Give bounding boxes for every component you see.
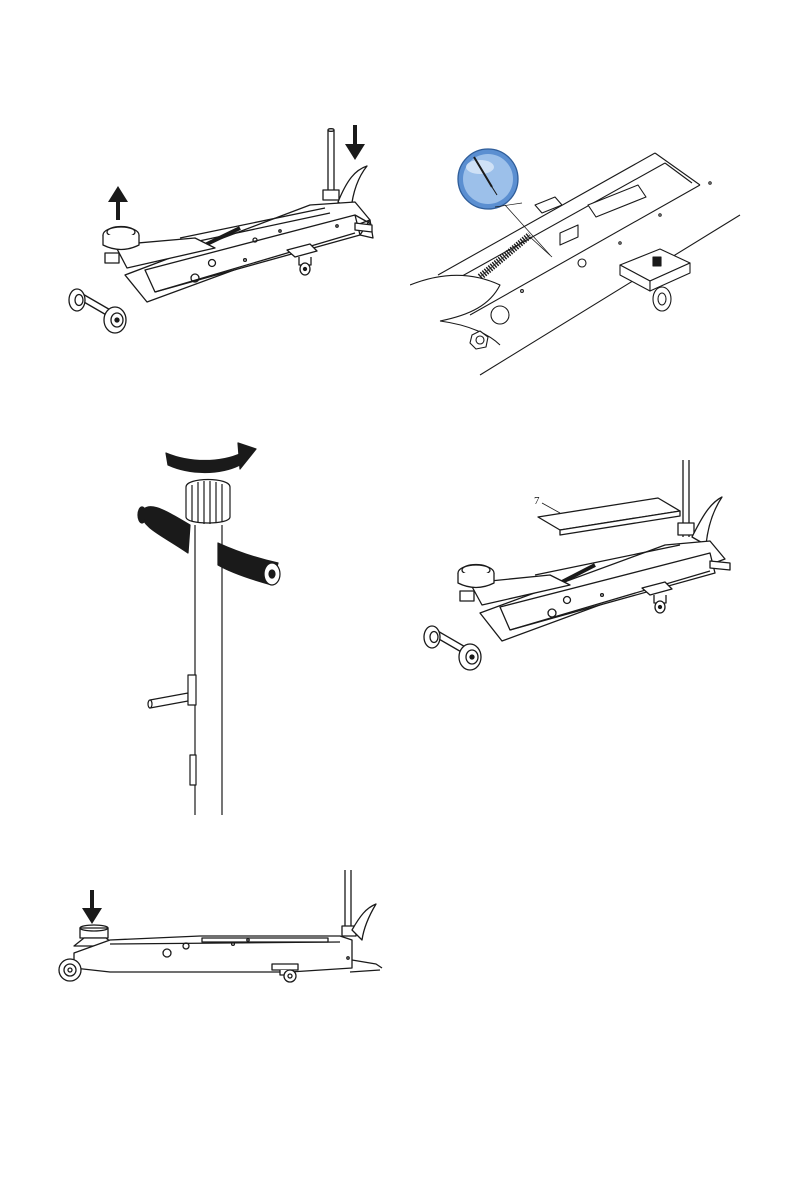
- screwdriver-icon: [458, 149, 550, 255]
- down-arrow-icon: [345, 125, 365, 160]
- return-spring: [480, 235, 530, 277]
- cover-plate: [538, 498, 680, 535]
- rear-caster: [272, 964, 298, 982]
- figure-jack-side-lower: [50, 868, 390, 988]
- up-arrow-icon: [108, 186, 128, 220]
- right-grip: [218, 543, 280, 585]
- handle-knob: [186, 480, 230, 525]
- clockwise-rotate-icon: [166, 443, 256, 473]
- figure-jack-cover: 7: [410, 455, 735, 675]
- rear-caster: [287, 244, 317, 275]
- front-wheel: [59, 959, 81, 981]
- figure-jack-raise: [55, 120, 385, 345]
- front-wheel: [104, 307, 126, 333]
- left-grip: [138, 507, 190, 553]
- rear-caster: [620, 249, 690, 311]
- handle-shaft: [195, 525, 222, 815]
- jack-handle: [323, 129, 339, 200]
- part-callout-7: 7: [534, 495, 540, 507]
- figure-spring-closeup: [410, 145, 745, 377]
- front-wheel: [69, 289, 85, 311]
- down-arrow-icon: [82, 890, 102, 924]
- figure-handle-assembly: [130, 435, 290, 820]
